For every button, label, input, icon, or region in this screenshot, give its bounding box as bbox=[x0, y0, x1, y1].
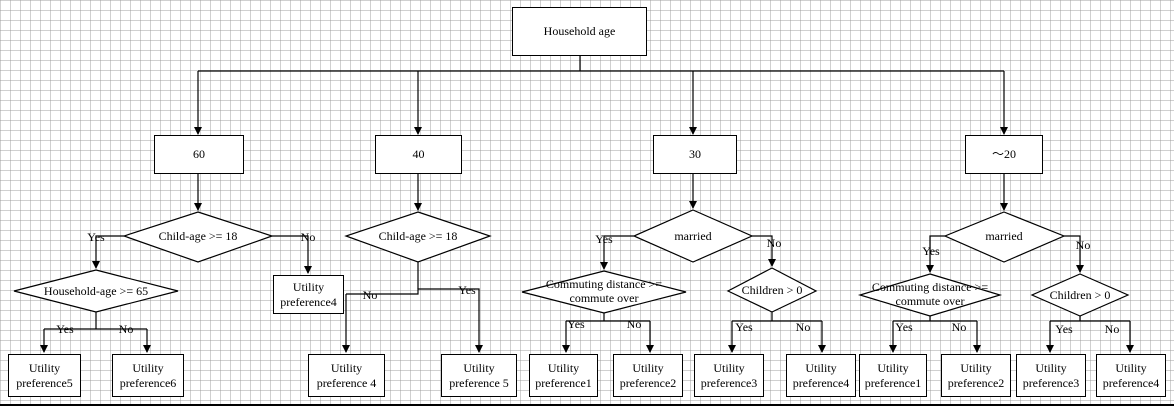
leaf-label: Utility bbox=[547, 360, 580, 375]
decision-diamond bbox=[857, 273, 1003, 317]
leaf-label: Utility bbox=[1035, 360, 1067, 375]
edge-no: No bbox=[626, 317, 642, 331]
leaf-label: Utility bbox=[805, 360, 837, 375]
leaf-label: Utility bbox=[28, 360, 61, 375]
root-label: Household age bbox=[543, 24, 616, 38]
leaf-label: Utility bbox=[330, 360, 363, 375]
decision-household-age-65: Household-age >= 65 bbox=[43, 284, 149, 298]
edge-yes: Yes bbox=[458, 283, 476, 297]
decision-children-20: Children > 0 bbox=[1049, 288, 1111, 302]
edge-no: No bbox=[795, 320, 811, 334]
decision-diamond bbox=[344, 211, 492, 263]
age-group-40: 40 bbox=[375, 135, 462, 174]
age-group-label: 60 bbox=[193, 147, 205, 161]
decision-child-age-40: Child-age >= 18 bbox=[378, 229, 458, 243]
edge-no: No bbox=[362, 288, 378, 302]
root-node: Household age bbox=[512, 7, 647, 56]
edge-yes: Yes bbox=[567, 317, 585, 331]
decision-diamond bbox=[1030, 273, 1130, 317]
decision-diamond bbox=[521, 270, 687, 314]
leaf-label: Utility bbox=[132, 360, 164, 375]
decision-children-30: Children > 0 bbox=[741, 283, 803, 297]
bottom-border bbox=[0, 404, 1174, 406]
decision-child-age-60: Child-age >= 18 bbox=[158, 229, 238, 243]
leaf-label: preference4 bbox=[280, 294, 337, 309]
leaf-label: preference4 bbox=[792, 375, 850, 390]
age-group-20: ～20 bbox=[965, 135, 1043, 174]
decision-commute-30: Commuting distance >= commute over bbox=[545, 277, 663, 305]
age-group-label: ～20 bbox=[991, 147, 1016, 161]
edge-yes: Yes bbox=[595, 232, 613, 246]
decision-commute-20: Commuting distance >= commute over bbox=[871, 280, 989, 308]
leaf-label: Utility bbox=[960, 360, 992, 375]
age-group-label: 40 bbox=[412, 147, 425, 161]
leaf-label: preference3 bbox=[700, 375, 758, 390]
edge-yes: Yes bbox=[87, 230, 105, 244]
edge-no: No bbox=[118, 322, 134, 336]
decision-diamond bbox=[943, 211, 1066, 263]
edge-yes: Yes bbox=[895, 320, 913, 334]
edge-no: No bbox=[766, 236, 782, 250]
edge-yes: Yes bbox=[56, 322, 74, 336]
leaf-label: preference 5 bbox=[449, 375, 509, 390]
leaf-label: preference4 bbox=[1102, 375, 1160, 390]
leaf-label: preference6 bbox=[119, 375, 177, 390]
edge-no: No bbox=[1104, 322, 1120, 336]
edge-no: No bbox=[1075, 238, 1091, 252]
leaf-label: Utility bbox=[713, 360, 745, 375]
leaf-label: preference1 bbox=[535, 375, 592, 390]
age-group-30: 30 bbox=[653, 135, 737, 174]
leaf-label: preference 4 bbox=[316, 375, 377, 390]
leaf-label: Utility bbox=[463, 360, 495, 375]
leaf-label: preference1 bbox=[864, 375, 922, 390]
decision-diamond bbox=[122, 211, 274, 263]
leaf-label: Utility bbox=[1115, 360, 1147, 375]
decision-diamond bbox=[632, 209, 754, 263]
edge-yes: Yes bbox=[1055, 322, 1073, 336]
leaf-label: Utility bbox=[877, 360, 909, 375]
decision-diamond bbox=[726, 267, 818, 313]
leaf-label: preference2 bbox=[947, 375, 1005, 390]
leaf-label: Utility bbox=[292, 279, 325, 294]
age-group-60: 60 bbox=[154, 135, 244, 174]
decision-married-30: married bbox=[674, 229, 712, 243]
leaf-label: Utility bbox=[632, 360, 664, 375]
leaf-label: preference3 bbox=[1022, 375, 1080, 390]
edge-yes: Yes bbox=[735, 320, 753, 334]
leaf-label: preference2 bbox=[619, 375, 677, 390]
edge-yes: Yes bbox=[922, 244, 940, 258]
age-group-label: 30 bbox=[689, 147, 701, 161]
edge-no: No bbox=[300, 230, 316, 244]
decision-diamond bbox=[13, 269, 179, 313]
leaf-label: preference5 bbox=[16, 375, 73, 390]
edge-no: No bbox=[951, 320, 967, 334]
decision-married-20: married bbox=[985, 229, 1023, 243]
